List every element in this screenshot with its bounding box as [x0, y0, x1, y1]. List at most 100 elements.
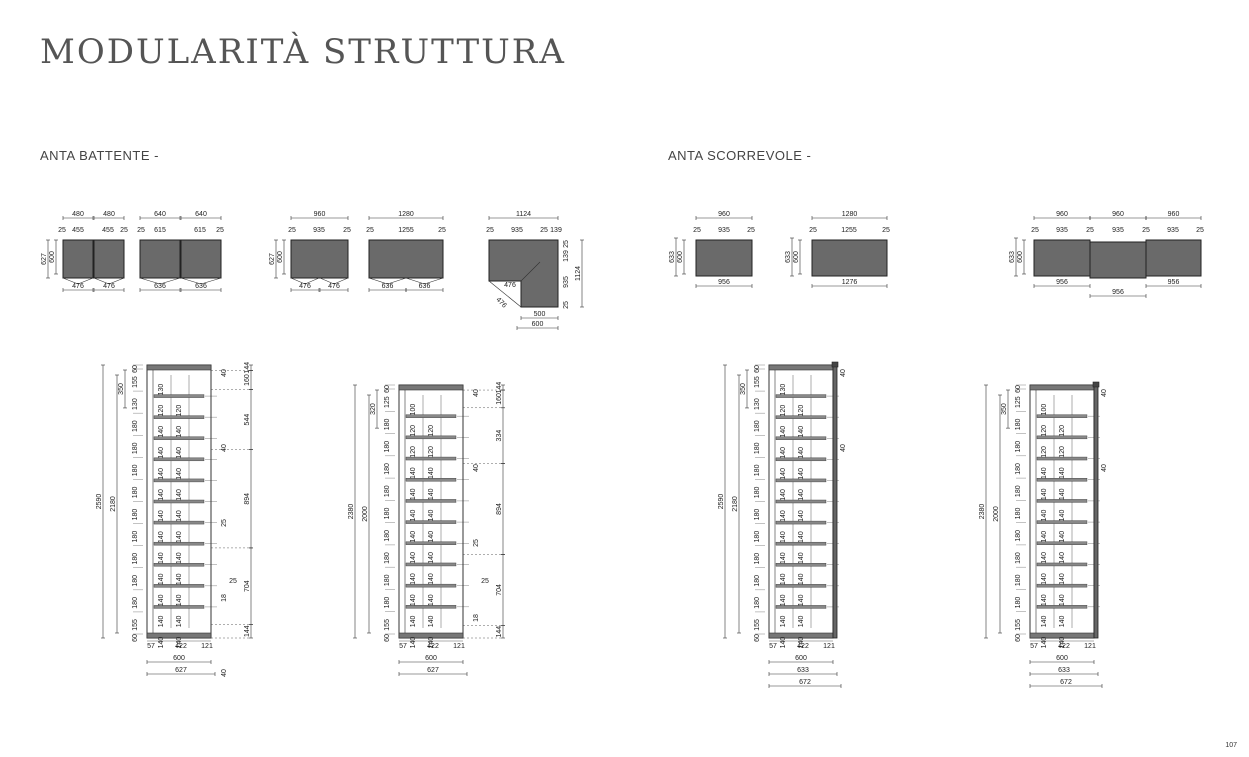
inner-dimension-label: 140 [410, 573, 417, 585]
dimension-label: 627 [269, 253, 276, 265]
shelf [775, 605, 827, 609]
dimension-label: 476 [299, 283, 311, 290]
door-swing-line [290, 277, 306, 285]
inner-dimension-label: 140 [176, 552, 183, 564]
door-swing-line [424, 277, 444, 285]
shelf-spacing-label: 180 [754, 575, 761, 587]
shelf-spacing-label: 180 [1015, 485, 1022, 497]
plan-sliding-module [1145, 239, 1202, 277]
shelf-spacing-label: 180 [132, 509, 139, 521]
door-swing-line [304, 277, 320, 285]
inner-dimension-label: 140 [176, 531, 183, 543]
small-dimension-label: 40 [1101, 464, 1108, 472]
inner-dimension-label: 140 [176, 468, 183, 480]
inner-dimension-label: 140 [798, 426, 805, 438]
depth-label: 57 [1030, 643, 1038, 650]
shelf-spacing-label: 125 [1015, 396, 1022, 408]
inner-dimension-label: 140 [428, 488, 435, 500]
shelf [775, 394, 827, 398]
small-dimension-label: 40 [473, 464, 480, 472]
inner-dimension-label: 140 [780, 637, 787, 649]
door-panel-height-label: 144 [496, 382, 503, 394]
inner-dimension-label: 140 [780, 468, 787, 480]
shelf [775, 584, 827, 588]
inner-dimension-label: 140 [780, 616, 787, 628]
door-swing-line [93, 277, 110, 285]
inner-dimension-label: 140 [780, 573, 787, 585]
inner-dimension-label: 140 [1041, 552, 1048, 564]
upper-section-label: 350 [118, 383, 125, 395]
dimension-label: 1124 [516, 211, 531, 218]
inner-dimension-label: 140 [780, 510, 787, 522]
shelf [1036, 478, 1088, 482]
shelf [1036, 583, 1088, 588]
door-swing-line [139, 277, 161, 285]
depth-label: 121 [453, 643, 465, 650]
dimension-label: 600 [49, 251, 56, 263]
shelf [775, 499, 827, 504]
door-top-track [1092, 381, 1100, 388]
shelf [405, 605, 457, 609]
inner-dimension-label: 140 [176, 489, 183, 501]
shelf-spacing-label: 180 [132, 442, 139, 454]
small-dimension-label: 40 [840, 369, 847, 377]
shelf [405, 414, 457, 418]
inner-dimension-label: 140 [158, 447, 165, 459]
base-panel [398, 632, 464, 639]
inner-dimension-label: 140 [410, 615, 417, 627]
plan-wardrobe-480 [93, 239, 125, 279]
inner-dimension-label: 140 [780, 489, 787, 501]
door-swing-line [333, 277, 349, 285]
inner-dimension-label: 100 [410, 404, 417, 416]
inner-dimension-label: 120 [780, 405, 787, 417]
shelf-spacing-label: 180 [1015, 574, 1022, 586]
dimension-label: 476 [103, 283, 115, 290]
dimension-label: 956 [718, 279, 730, 286]
inner-dimension-label: 140 [158, 468, 165, 480]
shelf [1036, 541, 1088, 545]
inner-dimension-label: 140 [1041, 531, 1048, 543]
inner-dimension-label: 140 [780, 531, 787, 543]
section-title-anta-scorrevole: ANTA SCORREVOLE - [668, 148, 812, 163]
inner-dimension-label: 130 [158, 384, 165, 396]
shelf [405, 499, 457, 503]
small-dimension-label: 18 [473, 614, 480, 622]
total-height-label: 2590 [96, 494, 103, 510]
shelf-spacing-label: 180 [754, 442, 761, 454]
shelf [405, 456, 457, 461]
depth-label: 57 [399, 643, 407, 650]
shelf-spacing-label: 155 [132, 376, 139, 388]
shelf-spacing-label: 60 [384, 634, 391, 642]
shelf [153, 541, 205, 546]
inner-dimension-label: 140 [176, 573, 183, 585]
inner-dimension-label: 140 [428, 510, 435, 522]
inner-dimension-label: 140 [410, 510, 417, 522]
door-swing-line [62, 277, 79, 285]
inner-dimension-label: 120 [410, 425, 417, 437]
shelf [775, 520, 827, 525]
inner-dimension-label: 140 [428, 531, 435, 543]
plan-wardrobe-480 [62, 239, 94, 279]
door-panel-height-label: 144 [496, 626, 503, 638]
shelf-spacing-label: 180 [1015, 508, 1022, 520]
inner-dimension-label: 140 [798, 637, 805, 649]
dimension-label: 25 [1086, 227, 1094, 234]
shelf [153, 520, 205, 525]
inner-dimension-label: 140 [798, 531, 805, 543]
dimension-label: 25 [809, 227, 817, 234]
width-label: 633 [797, 667, 809, 674]
hinge-offset-label: 25 [229, 578, 237, 585]
dimension-label: 25 [882, 227, 890, 234]
inner-dimension-label: 140 [158, 510, 165, 522]
dimension-label: 960 [1168, 211, 1180, 218]
shelf [405, 583, 457, 588]
inner-dimension-label: 140 [1041, 488, 1048, 500]
inner-dimension-label: 120 [1041, 446, 1048, 458]
inner-dimension-label: 140 [1059, 594, 1066, 606]
dimension-label: 627 [41, 253, 48, 265]
dimension-label: 960 [718, 211, 730, 218]
shelf-spacing-label: 180 [384, 463, 391, 475]
inner-dimension-label: 140 [158, 489, 165, 501]
total-height-label: 2380 [348, 504, 355, 520]
dimension-label: 935 [313, 227, 325, 234]
